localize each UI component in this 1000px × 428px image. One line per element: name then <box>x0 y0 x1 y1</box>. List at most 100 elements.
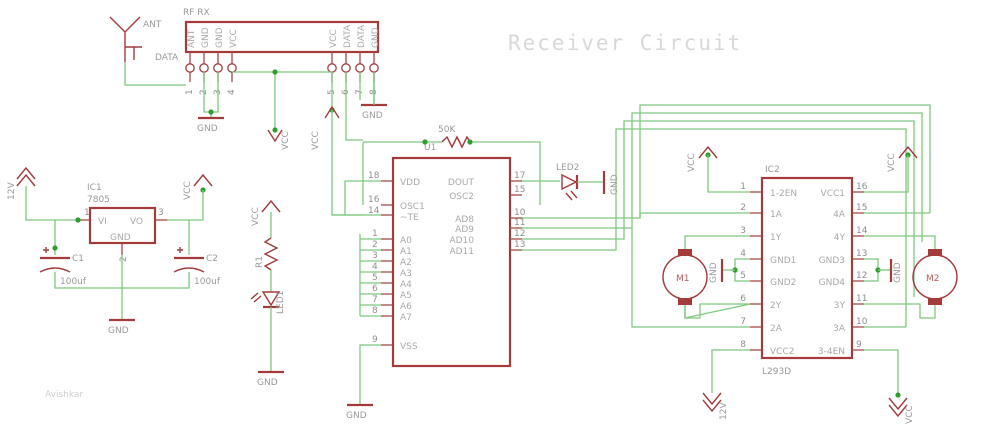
motor-m1 <box>662 249 708 305</box>
junction <box>52 245 58 251</box>
wire-vdd <box>344 180 381 215</box>
rf-pin-name-1: ANT <box>187 29 197 48</box>
ic2-pin-2y: 2Y <box>770 301 782 311</box>
u1-pinnum-4: 4 <box>372 262 378 272</box>
u1-pin-dout: DOUT <box>448 178 475 188</box>
wire-vcc1 <box>864 155 909 193</box>
rf-pin-num-1: 1 <box>185 89 195 95</box>
motor-m2-refdes: M2 <box>926 274 940 284</box>
data-net-label: DATA <box>155 53 179 63</box>
wire-12v-in <box>25 186 78 221</box>
u1-pinnum-13: 13 <box>514 240 525 250</box>
u1-pin-ad10: AD10 <box>449 236 474 246</box>
u1-pinnum-3: 3 <box>372 251 378 261</box>
c1-value: 100uf <box>60 277 87 287</box>
rf-pin-name-7: DATA <box>357 24 367 48</box>
vcc-arrow-ic2-left <box>698 145 718 159</box>
ic2-pin-4y: 4Y <box>834 233 846 243</box>
ic1-pin-gnd: GND <box>110 233 131 243</box>
ic2-pinnum-14: 14 <box>856 226 868 236</box>
vcc-label-ic2-right: VCC <box>887 153 897 172</box>
u1-pin-vdd: VDD <box>400 178 420 188</box>
ic1-pin-vo: VO <box>130 217 143 227</box>
ic2-pinnum-12: 12 <box>856 271 867 281</box>
vcc-arrow-up-decoder <box>324 105 340 119</box>
c2-value: 100uf <box>194 277 221 287</box>
u1-pinnum-18: 18 <box>368 171 380 181</box>
gnd-label-rf-right: GND <box>362 111 383 121</box>
gnd-label-rf-left: GND <box>197 124 218 134</box>
ic1-pinnum-2: 2 <box>119 256 129 262</box>
u1-data-bus-wires <box>522 104 931 327</box>
rf-rx-name: RF RX <box>183 8 210 18</box>
ic2-right-pinlines <box>852 191 864 351</box>
u1-pinnum-15: 15 <box>514 185 525 195</box>
u1-pinnum-14: 14 <box>368 206 380 216</box>
vcc-arrow-ic2-right <box>898 145 918 159</box>
ic1-part: 7805 <box>87 195 110 205</box>
wire-c2-bottom <box>122 272 190 289</box>
wire-vcc2-12v <box>711 349 750 393</box>
c1-refdes: C1 <box>72 254 84 264</box>
u1-pinnum-7: 7 <box>372 295 378 305</box>
u1-left-pinlines <box>381 180 393 346</box>
c2-refdes: C2 <box>206 254 218 264</box>
vcc-arrow-ic2-bottom <box>888 397 908 418</box>
u1-pin-te: ~TE <box>400 213 419 223</box>
u1-pinnum-11: 11 <box>514 218 525 228</box>
gnd-label-u1: GND <box>346 411 367 421</box>
ic2-pin-4a: 4A <box>833 210 846 220</box>
u1-pinnum-2: 2 <box>372 240 378 250</box>
ic2-pin-1a: 1A <box>770 210 783 220</box>
wire-1a <box>639 212 750 218</box>
u1-pin-a2: A2 <box>400 258 412 268</box>
u1-pin-ad8: AD8 <box>455 215 474 225</box>
wire-m1-to-1y <box>684 235 750 249</box>
rf-rx-body <box>184 20 380 54</box>
u1-pinnum-9: 9 <box>372 335 378 345</box>
u1-pin-a1: A1 <box>400 247 412 257</box>
supply-12v-arrow-ic2 <box>702 392 722 413</box>
ic2-part: L293D <box>762 367 791 377</box>
motor-m2 <box>912 249 958 305</box>
led1-symbol <box>250 291 281 309</box>
rf-pin-name-4: VCC <box>229 29 239 48</box>
supply-12v-arrow <box>16 166 36 187</box>
ic2-pin-vcc1: VCC1 <box>821 189 845 199</box>
u1-pin-a0: A0 <box>400 236 412 246</box>
vcc-arrow-down-rf <box>267 129 283 143</box>
r1-refdes: R1 <box>255 256 265 268</box>
u1-pinnum-8: 8 <box>372 306 378 316</box>
u1-pinnum-5: 5 <box>372 273 378 283</box>
junction <box>272 69 278 75</box>
ic2-pin-vcc2: VCC2 <box>770 347 794 357</box>
wire-3-4en-vcc <box>864 349 899 395</box>
wire-m2-to-4y <box>864 235 936 249</box>
ic2-pinnum-7: 7 <box>740 317 746 327</box>
junction <box>895 392 901 398</box>
rf-pin-name-5: VCC <box>329 29 339 48</box>
rf-pin-name-2: GND <box>201 27 211 48</box>
ic1-pinnum-1: 1 <box>84 208 90 218</box>
u1-pin-osc2: OSC2 <box>449 192 474 202</box>
c2-symbol <box>173 247 205 273</box>
ic2-pinnum-13: 13 <box>856 249 867 259</box>
ic2-pin-3-4en: 3-4EN <box>818 347 845 357</box>
author-signature: Avishkar <box>45 390 83 400</box>
ic2-pinnum-16: 16 <box>856 182 868 192</box>
vcc-arrow-indicator <box>261 199 281 213</box>
antenna-symbol <box>109 16 142 62</box>
vcc-label-ic2-left: VCC <box>687 153 697 172</box>
ic1-refdes: IC1 <box>87 183 102 193</box>
led1-refdes: LED1 <box>276 291 286 314</box>
ic2-pinnum-9: 9 <box>856 340 862 350</box>
ic2-pinnum-15: 15 <box>856 203 867 213</box>
ic1-pin-vi: VI <box>98 217 107 227</box>
u1-refdes: U1 <box>424 143 436 153</box>
led2-refdes: LED2 <box>556 163 579 173</box>
gnd-label-ic2-left: GND <box>709 262 719 283</box>
ic2-pin-1-2en: 1-2EN <box>770 189 797 199</box>
u1-body <box>391 156 512 368</box>
u1-pinnum-1: 1 <box>372 229 378 239</box>
